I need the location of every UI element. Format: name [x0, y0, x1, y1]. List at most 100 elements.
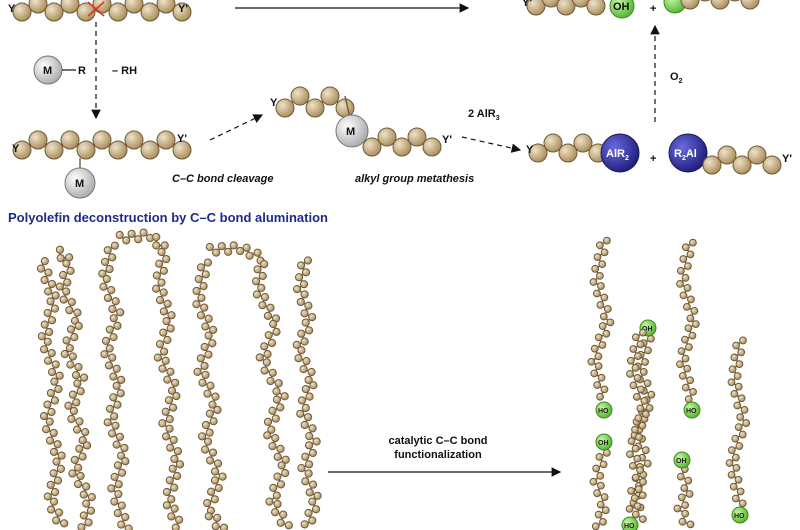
carbon-bead — [732, 341, 741, 350]
carbon-bead — [541, 0, 561, 8]
carbon-bead — [77, 523, 86, 530]
carbon-bead — [92, 130, 112, 150]
carbon-bead — [152, 241, 161, 250]
carbon-bead — [168, 403, 178, 412]
carbon-bead — [683, 284, 692, 292]
carbon-bead — [263, 431, 272, 440]
carbon-bead — [73, 379, 82, 388]
carbon-bead — [66, 266, 75, 275]
carbon-bead — [730, 353, 739, 362]
carbon-bead — [629, 345, 638, 353]
oh-label: OH — [676, 458, 687, 465]
carbon-bead — [108, 253, 117, 262]
carbon-bead — [558, 143, 578, 163]
carbon-bead — [69, 406, 78, 416]
carbon-bead — [266, 376, 275, 386]
carbon-bead — [161, 356, 170, 365]
carbon-bead — [200, 361, 209, 371]
carbon-bead — [731, 434, 740, 443]
carbon-bead — [258, 271, 267, 281]
carbon-bead — [676, 360, 684, 369]
carbon-bead — [305, 488, 314, 497]
carbon-bead — [192, 300, 201, 309]
carbon-bead — [727, 470, 736, 479]
aluminum-center-2: R2Al — [668, 133, 708, 173]
carbon-bead — [49, 469, 58, 478]
carbon-bead — [60, 0, 80, 14]
carbon-bead — [40, 345, 49, 354]
carbon-bead — [162, 487, 172, 497]
carbon-bead — [167, 311, 176, 320]
carbon-bead — [114, 490, 123, 499]
carbon-bead — [733, 372, 742, 380]
carbon-bead — [157, 278, 166, 287]
carbon-bead — [108, 304, 117, 314]
carbon-bead — [681, 509, 690, 518]
step-cleavage-label: C–C bond cleavage — [172, 173, 273, 185]
carbon-bead — [196, 263, 206, 272]
carbon-bead — [684, 262, 692, 271]
carbon-bead — [269, 483, 278, 493]
carbon-bead — [200, 342, 209, 352]
carbon-bead — [100, 257, 110, 266]
carbon-bead — [684, 324, 693, 333]
carbon-bead — [600, 248, 609, 257]
carbon-bead — [170, 504, 179, 513]
carbon-bead — [638, 491, 647, 500]
carbon-bead — [596, 392, 604, 401]
carbon-bead — [56, 254, 65, 263]
carbon-bead — [44, 287, 53, 296]
carbon-bead — [252, 290, 262, 299]
carbon-bead — [124, 0, 144, 14]
carbon-bead — [593, 381, 602, 389]
carbon-bead — [687, 295, 695, 304]
carbon-bead — [625, 505, 634, 513]
carbon-bead — [209, 325, 218, 334]
carbon-bead — [272, 395, 282, 404]
carbon-bead — [598, 260, 607, 269]
carbon-bead — [167, 512, 176, 521]
r2al-label: R2Al — [674, 148, 697, 162]
carbon-bead — [218, 472, 227, 481]
carbon-bead — [152, 271, 161, 280]
carbon-bead — [727, 446, 736, 454]
carbon-bead — [729, 482, 738, 491]
carbon-bead — [103, 293, 113, 303]
carbon-bead — [213, 459, 223, 468]
carbon-bead — [688, 331, 697, 340]
carbon-bead — [273, 452, 282, 462]
carbon-bead — [168, 464, 177, 473]
carbon-bead — [80, 373, 89, 382]
carbon-bead — [92, 0, 112, 14]
carbon-bead — [111, 297, 120, 306]
carbon-bead — [108, 353, 117, 362]
carbon-bead — [300, 520, 309, 529]
carbon-bead — [422, 137, 442, 157]
carbon-bead — [73, 308, 82, 317]
carbon-bead — [634, 352, 642, 361]
carbon-bead — [258, 301, 267, 310]
carbon-bead — [635, 433, 643, 442]
carbon-bead — [626, 450, 634, 459]
carbon-bead — [72, 398, 81, 407]
carbon-bead — [163, 375, 172, 384]
carbon-bead — [640, 397, 649, 405]
cleaved-intermediate — [275, 86, 355, 119]
carbon-bead — [264, 331, 273, 340]
carbon-bead — [113, 461, 123, 470]
carbon-bead — [292, 340, 301, 349]
carbon-bead — [55, 245, 65, 254]
carbon-bead — [629, 381, 638, 390]
carbon-bead — [171, 378, 180, 387]
carbon-bead — [263, 417, 273, 426]
oh-label: OH — [642, 326, 653, 333]
carbon-bead — [105, 325, 114, 334]
carbon-bead — [64, 401, 73, 410]
carbon-bead — [166, 324, 175, 333]
chain-end-y-prime-label-2: Y' — [177, 133, 187, 145]
carbon-bead — [526, 0, 546, 16]
carbon-bead — [271, 433, 280, 443]
carbon-bead — [51, 291, 60, 300]
carbon-bead — [62, 259, 71, 268]
carbon-bead — [309, 381, 318, 390]
